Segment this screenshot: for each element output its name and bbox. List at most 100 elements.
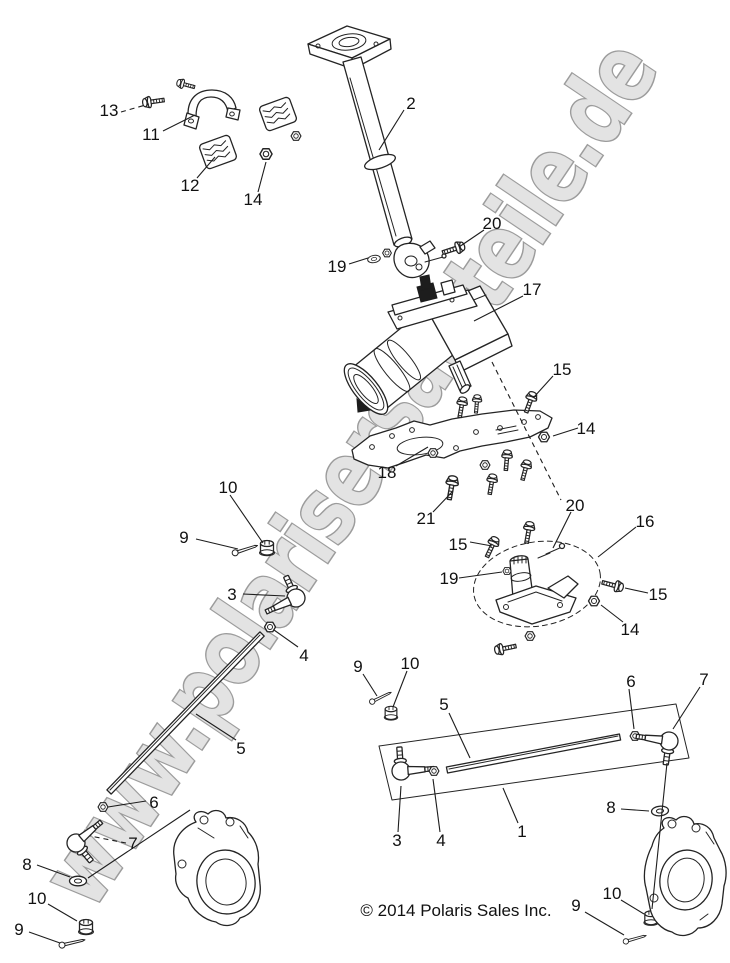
leader-line (624, 587, 649, 594)
leader-lines (28, 103, 701, 944)
jam-nut (97, 802, 109, 812)
leader-line (600, 604, 624, 623)
callout-labels: 1311121421920171514182115201619151410934… (14, 94, 708, 939)
leader-line (195, 713, 237, 741)
callout-label: 4 (299, 646, 308, 665)
bolt (492, 639, 518, 657)
callout-label: 9 (353, 657, 362, 676)
nut (502, 566, 512, 576)
bolt (600, 576, 626, 594)
bolt (520, 520, 537, 545)
bolt (175, 77, 197, 93)
leader-line (89, 835, 127, 844)
callout-label: 10 (401, 654, 420, 673)
callout-label: 14 (577, 419, 596, 438)
callout-label: 7 (128, 834, 137, 853)
callout-label: 19 (440, 569, 459, 588)
nut (259, 148, 273, 160)
callout-label: 17 (523, 280, 542, 299)
bolt (483, 472, 500, 496)
callout-label: 4 (436, 831, 445, 850)
callout-label: 18 (378, 463, 397, 482)
castle-nut (77, 918, 95, 936)
leader-line (397, 785, 402, 833)
callout-label: 10 (219, 478, 238, 497)
callout-label: 21 (417, 509, 436, 528)
leader-line (448, 712, 471, 759)
leader-line (597, 526, 637, 558)
leader-line (257, 161, 267, 193)
column-clamp-cluster (141, 77, 302, 171)
callout-label: 20 (566, 496, 585, 515)
copyright-text: © 2014 Polaris Sales Inc. (360, 901, 551, 920)
callout-label: 6 (149, 793, 158, 812)
leader-line (672, 686, 701, 730)
tie-rod-end (389, 744, 436, 782)
tie-rod-kit-box (378, 703, 690, 801)
leader-line (469, 541, 493, 547)
leader-line (392, 670, 408, 708)
callout-label: 6 (626, 672, 635, 691)
bushing (257, 95, 299, 133)
tie-rod (106, 631, 265, 795)
callout-label: 5 (439, 695, 448, 714)
watermark-text: www.polarisersatzteile.de (21, 22, 678, 924)
callout-label: 7 (699, 670, 708, 689)
cotter-pin (57, 935, 86, 950)
callout-label: 3 (227, 585, 236, 604)
leader-line (362, 673, 378, 697)
washer (650, 804, 670, 818)
nut (524, 631, 536, 641)
eps-input-shaft (448, 360, 472, 394)
knuckle-left (173, 809, 261, 927)
callout-label: 15 (449, 535, 468, 554)
nut (587, 595, 601, 607)
callout-label: 1 (517, 822, 526, 841)
pin (537, 542, 566, 559)
leader-line (28, 931, 61, 944)
leader-line (552, 427, 579, 437)
leader-line (620, 899, 645, 915)
callout-label: 9 (571, 896, 580, 915)
callout-label: 14 (621, 620, 640, 639)
leader-line (432, 778, 441, 833)
jam-nut (428, 766, 440, 776)
bolt (442, 474, 461, 502)
leader-line (432, 491, 453, 513)
callout-label: 2 (406, 94, 415, 113)
leader-line (47, 903, 78, 922)
leader-line (273, 629, 299, 648)
bolt (516, 458, 534, 482)
cotter-pin (622, 931, 648, 946)
knuckle-right (643, 815, 727, 937)
castle-nut (258, 539, 276, 557)
leader-line (196, 156, 216, 179)
leader-line (378, 109, 405, 151)
nut (290, 131, 302, 141)
eps-unit (343, 274, 513, 415)
bolt (141, 93, 166, 110)
leader-line (533, 375, 554, 398)
callout-label: 3 (392, 831, 401, 850)
leader-line (120, 103, 150, 113)
nut (382, 248, 392, 258)
castle-nut (383, 705, 399, 721)
bolt (481, 534, 502, 560)
callout-label: 16 (636, 512, 655, 531)
callout-label: 5 (236, 739, 245, 758)
leader-line (458, 229, 485, 248)
callout-label: 9 (179, 528, 188, 547)
column-collar (364, 153, 396, 171)
cotter-pin (368, 688, 393, 706)
steering-mount-detail (473, 520, 626, 657)
callout-label: 10 (603, 884, 622, 903)
leader-line (552, 511, 572, 549)
nut (537, 431, 551, 443)
leader-line (36, 864, 71, 878)
leader-line (195, 538, 239, 550)
callout-label: 14 (244, 190, 263, 209)
leader-line (620, 808, 650, 812)
steering-mount (495, 555, 579, 625)
